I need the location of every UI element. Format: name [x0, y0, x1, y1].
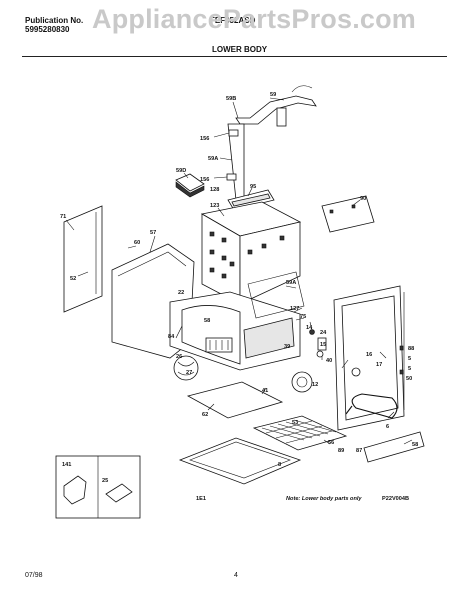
callout-labels: 59B 59 156 59A 156 128 59D 95 123 71 90 … — [60, 92, 418, 502]
callout-50: 50 — [406, 376, 412, 382]
front-panel-parts — [309, 329, 327, 358]
callout-12: 12 — [312, 382, 318, 388]
publication-number: 5995280830 — [25, 25, 70, 34]
oven-cavity-upper — [200, 201, 302, 305]
callout-127: 127 — [290, 306, 299, 312]
callout-59a-a: 59A — [208, 156, 218, 162]
callout-5-a: 5 — [408, 356, 411, 362]
callout-6: 6 — [386, 424, 389, 430]
watermark: AppliancePartsPros.com — [92, 4, 417, 34]
insulation-pad — [175, 173, 205, 198]
callout-8: 8 — [278, 462, 281, 468]
toe-kick — [363, 431, 425, 463]
callout-59: 59 — [270, 92, 276, 98]
callout-62: 62 — [202, 412, 208, 418]
callout-53: 53 — [292, 420, 298, 426]
callout-89: 89 — [338, 448, 344, 454]
callout-90: 90 — [360, 196, 366, 202]
callout-58-b: 58 — [412, 442, 418, 448]
footer-date: 07/98 — [25, 572, 43, 579]
callout-16: 16 — [366, 352, 372, 358]
callout-56: 56 — [328, 440, 334, 446]
detail-inset — [55, 455, 141, 519]
callout-57: 57 — [150, 230, 156, 236]
side-panel — [321, 195, 375, 233]
publication-label: Publication No. — [25, 16, 84, 25]
callout-40: 40 — [326, 358, 332, 364]
vent-bracket — [227, 189, 275, 211]
callout-24: 24 — [320, 330, 327, 336]
callout-84: 84 — [168, 334, 175, 340]
callout-39: 39 — [284, 344, 290, 350]
rotisserie-motor — [291, 371, 313, 393]
callout-95: 95 — [250, 184, 256, 190]
callout-141: 141 — [62, 462, 71, 468]
callout-5-b: 5 — [408, 366, 411, 372]
callout-87: 87 — [356, 448, 362, 454]
vent-duct — [226, 85, 317, 201]
callout-156-b: 156 — [200, 177, 209, 183]
callout-22: 22 — [178, 290, 184, 296]
front-frame — [333, 285, 405, 431]
oven-rack — [252, 415, 348, 451]
footer-page-number: 4 — [234, 572, 238, 579]
oven-frame — [247, 271, 305, 319]
callout-17: 17 — [376, 362, 382, 368]
callout-59a-b: 59A — [286, 280, 296, 286]
callout-41: 41 — [262, 388, 268, 394]
oven-bottom — [186, 381, 284, 419]
callout-52: 52 — [70, 276, 76, 282]
callout-14: 14 — [306, 325, 313, 331]
callout-25: 25 — [102, 478, 108, 484]
leader-lines — [65, 97, 413, 445]
callout-15: 15 — [320, 342, 326, 348]
bake-element — [345, 367, 398, 419]
section-title: LOWER BODY — [212, 45, 268, 54]
callout-156-a: 156 — [200, 136, 209, 142]
callout-1e1: 1E1 — [196, 496, 206, 502]
rear-panel — [63, 205, 103, 313]
bottom-drawer-panel — [178, 437, 302, 485]
element-detail — [173, 337, 233, 381]
callout-58-a: 58 — [204, 318, 210, 324]
figure-code: P22V004B — [382, 496, 409, 502]
callout-27: 27 — [186, 370, 192, 376]
callout-71: 71 — [60, 214, 66, 220]
model-number: FEF352ASD — [210, 16, 256, 25]
callout-59d: 59D — [176, 168, 186, 174]
callout-88: 88 — [408, 346, 414, 352]
callout-123: 123 — [210, 203, 219, 209]
cavity-holes — [209, 231, 285, 279]
callout-75: 75 — [300, 314, 306, 320]
callout-59b: 59B — [226, 96, 236, 102]
callout-60: 60 — [134, 240, 140, 246]
header-rule — [22, 56, 447, 57]
callout-26: 26 — [176, 354, 182, 360]
callout-128: 128 — [210, 187, 219, 193]
diagram-note: Note: Lower body parts only — [286, 496, 362, 502]
